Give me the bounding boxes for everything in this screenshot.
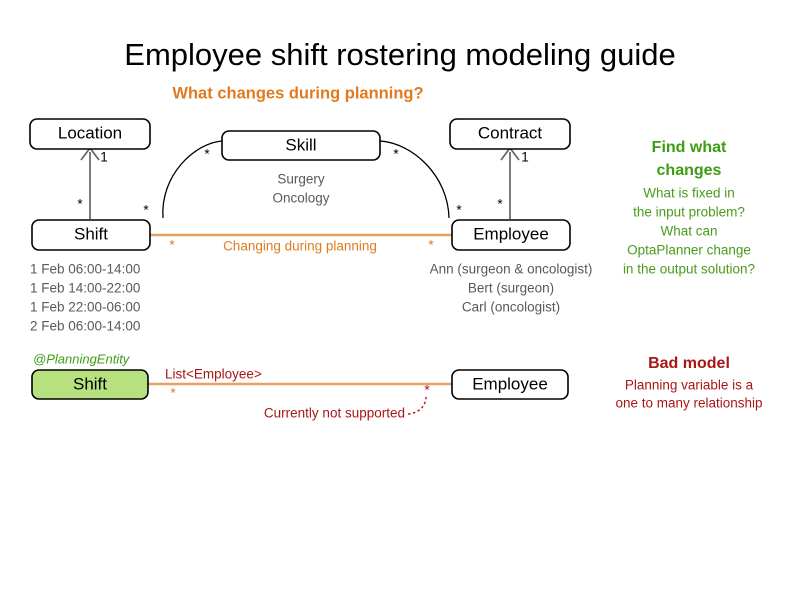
- callout-find-body-0: What is fixed in: [643, 186, 735, 201]
- box-skill-label: Skill: [285, 135, 316, 154]
- box-skill[interactable]: Skill: [221, 130, 381, 161]
- bad-model-multiplicity-employee: *: [424, 383, 430, 398]
- page-title: Employee shift rostering modeling guide: [124, 37, 675, 72]
- bad-model-link-label: List<Employee>: [165, 367, 262, 382]
- employee-value-0: Ann (surgeon & oncologist): [430, 262, 593, 277]
- planning-link-label: Changing during planning: [223, 239, 377, 254]
- callout-find-body-2: What can: [660, 224, 717, 239]
- skill-value-0: Surgery: [277, 172, 325, 187]
- multiplicity-employee-shift-many: *: [428, 238, 434, 253]
- box-location-rect: [29, 118, 151, 150]
- bad-model-multiplicity-shift: *: [170, 386, 176, 401]
- box-employee-label: Employee: [473, 224, 549, 243]
- box-location[interactable]: Location: [29, 118, 151, 150]
- box-contract-rect: [449, 118, 571, 150]
- multiplicity-shift-employee-many: *: [169, 238, 175, 253]
- multiplicity-shift-location-many: *: [77, 197, 83, 212]
- callout-find-heading-line1: Find what: [652, 139, 727, 156]
- callout-bad-model-heading: Bad model: [648, 355, 730, 372]
- shift-value-3: 2 Feb 06:00-14:00: [30, 319, 140, 334]
- box-contract-label: Contract: [478, 123, 543, 142]
- multiplicity-skill-employee-many: *: [393, 147, 399, 162]
- multiplicity-shift-skill-many: *: [143, 203, 149, 218]
- box-shift-label: Shift: [74, 224, 108, 243]
- box-shift-top[interactable]: Shift: [31, 219, 151, 251]
- planning-entity-stereotype: @PlanningEntity: [33, 351, 131, 366]
- page-subtitle: What changes during planning?: [172, 84, 423, 102]
- association-skill-employee: [379, 140, 450, 219]
- employee-value-1: Bert (surgeon): [468, 281, 554, 296]
- box-employee-bottom[interactable]: Employee: [451, 369, 569, 400]
- bad-model-note: Currently not supported: [264, 406, 405, 421]
- multiplicity-employee-skill-many: *: [456, 203, 462, 218]
- box-contract[interactable]: Contract: [449, 118, 571, 150]
- association-shift-skill: [162, 140, 223, 219]
- box-location-label: Location: [58, 123, 122, 142]
- box-skill-rect: [221, 130, 381, 161]
- callout-bad-model-body-1: one to many relationship: [615, 396, 762, 411]
- multiplicity-skill-shift-many: *: [204, 147, 210, 162]
- box-shift-rect: [31, 219, 151, 251]
- multiplicity-employee-contract-many: *: [497, 197, 503, 212]
- shift-value-0: 1 Feb 06:00-14:00: [30, 262, 140, 277]
- shift-value-2: 1 Feb 22:00-06:00: [30, 300, 140, 315]
- box-employee-bottom-label: Employee: [472, 374, 548, 393]
- box-employee-rect: [451, 219, 571, 251]
- box-shift-bottom[interactable]: Shift: [31, 369, 149, 400]
- skill-value-1: Oncology: [272, 191, 329, 206]
- box-shift-bottom-rect: [31, 369, 149, 400]
- callout-find-body-1: the input problem?: [633, 205, 745, 220]
- callout-find-heading-line2: changes: [657, 162, 722, 179]
- multiplicity-location-one: 1: [100, 150, 108, 165]
- multiplicity-contract-one: 1: [521, 150, 529, 165]
- employee-value-2: Carl (oncologist): [462, 300, 560, 315]
- box-employee-bottom-rect: [451, 369, 569, 400]
- note-leader-line: [407, 396, 427, 415]
- callout-find-body-4: in the output solution?: [623, 262, 755, 277]
- box-employee-top[interactable]: Employee: [451, 219, 571, 251]
- callout-find-body-3: OptaPlanner change: [627, 243, 751, 258]
- box-shift-bottom-label: Shift: [73, 374, 107, 393]
- shift-value-1: 1 Feb 14:00-22:00: [30, 281, 140, 296]
- callout-bad-model-body-0: Planning variable is a: [625, 378, 754, 393]
